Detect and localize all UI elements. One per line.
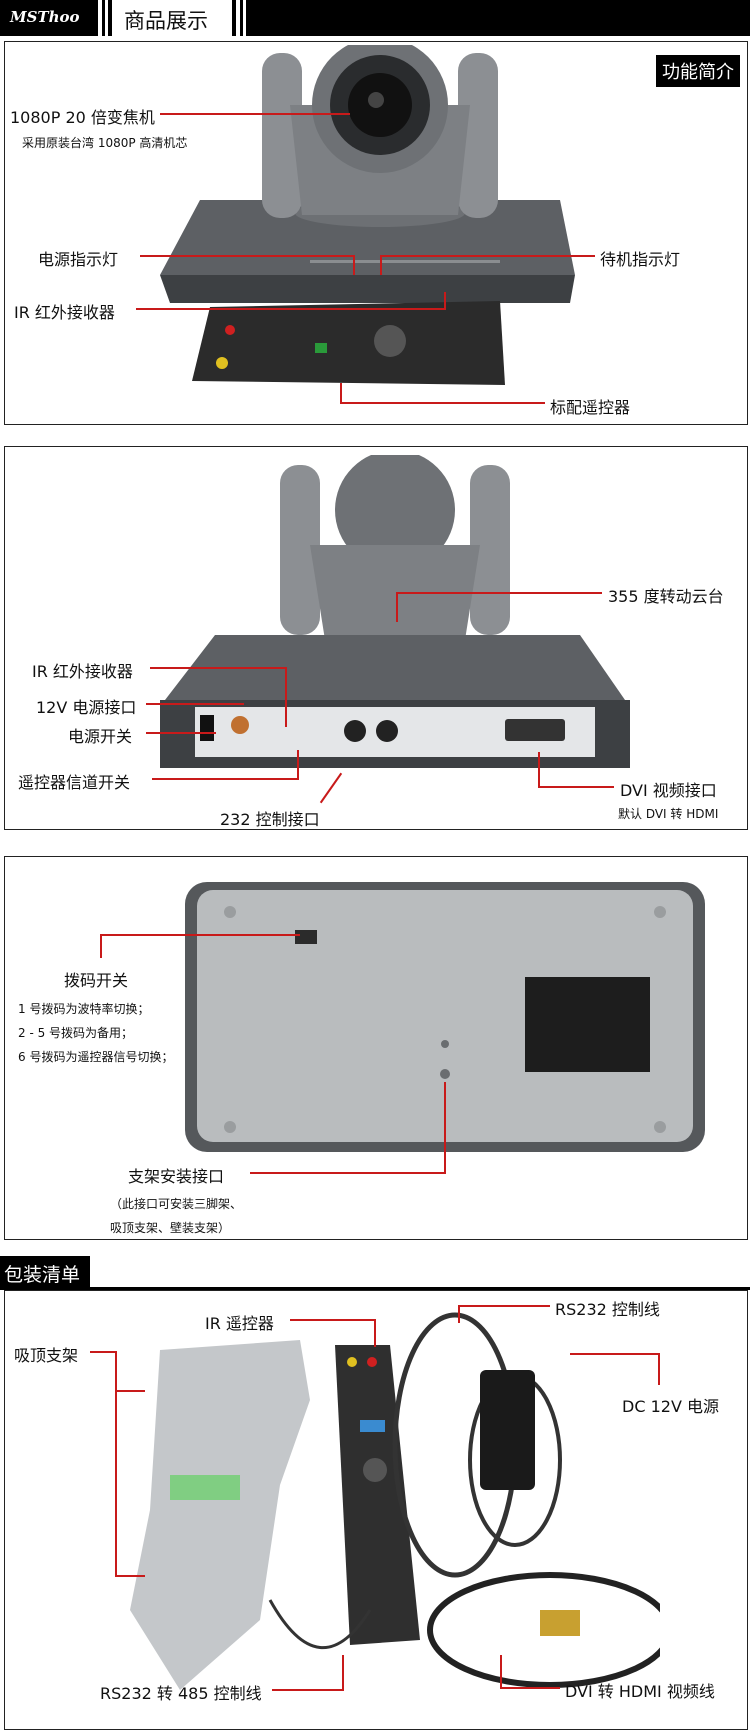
mount-note-1: （此接口可安装三脚架、 xyxy=(110,1197,243,1211)
callout-line xyxy=(152,778,299,780)
callout-line xyxy=(136,308,446,310)
callout-line xyxy=(658,1353,660,1385)
label-zoom-camera-sub: 采用原装台湾 1080P 高清机芯 xyxy=(22,136,188,150)
brand-logo: MSThoo xyxy=(10,8,80,26)
callout-line xyxy=(340,402,545,404)
label-dc-power: DC 12V 电源 xyxy=(622,1397,719,1416)
label-power-led: 电源指示灯 xyxy=(38,250,119,269)
camera-front-image xyxy=(160,45,575,385)
header-divider xyxy=(105,0,108,36)
label-remote: 标配遥控器 xyxy=(550,398,631,417)
callout-line xyxy=(297,750,299,780)
label-standby-led: 待机指示灯 xyxy=(600,250,681,269)
callout-line xyxy=(146,703,244,705)
header-tab xyxy=(112,0,232,36)
callout-line xyxy=(290,1319,375,1321)
mount-note-2: 吸顶支架、壁装支架） xyxy=(110,1221,231,1235)
callout-line xyxy=(380,255,595,257)
callout-line xyxy=(250,1172,446,1174)
label-power-switch: 电源开关 xyxy=(68,727,133,746)
dip-note-1: 1 号拨码为波特率切换； xyxy=(18,1002,150,1016)
label-rs232-port: 232 控制接口 xyxy=(220,810,320,829)
dip-note-2: 2 - 5 号拨码为备用； xyxy=(18,1026,134,1040)
label-ir-remote: IR 遥控器 xyxy=(205,1314,274,1333)
label-dip-switch: 拨码开关 xyxy=(64,971,129,990)
dip-note-3: 6 号拨码为遥控器信号切换； xyxy=(18,1050,174,1064)
callout-line xyxy=(570,1353,660,1355)
callout-line xyxy=(396,592,602,594)
callout-line xyxy=(458,1305,550,1307)
callout-line xyxy=(538,752,540,787)
callout-line xyxy=(272,1689,344,1691)
camera-bottom-image xyxy=(185,882,705,1152)
label-zoom-camera: 1080P 20 倍变焦机 xyxy=(10,108,155,127)
callout-line xyxy=(538,786,614,788)
section-rule xyxy=(0,1287,750,1290)
callout-line xyxy=(285,667,287,727)
callout-line xyxy=(115,1351,117,1576)
section-title-packing: 包装清单 xyxy=(0,1256,90,1289)
camera-rear-image xyxy=(160,455,630,768)
label-channel-switch: 遥控器信道开关 xyxy=(18,773,131,792)
accessories-image xyxy=(130,1312,660,1690)
callout-line xyxy=(374,1319,376,1347)
callout-line xyxy=(353,255,355,275)
callout-line xyxy=(160,113,350,115)
callout-line xyxy=(396,592,398,622)
callout-line xyxy=(100,934,102,958)
callout-line xyxy=(458,1305,460,1323)
label-rs232-cable: RS232 控制线 xyxy=(555,1300,660,1319)
label-dvi-port: DVI 视频接口 xyxy=(620,781,717,800)
label-dvi-sub: 默认 DVI 转 HDMI xyxy=(618,807,719,821)
callout-line xyxy=(444,292,446,310)
callout-line xyxy=(500,1687,560,1689)
label-ir-receiver-rear: IR 红外接收器 xyxy=(32,662,133,681)
callout-line xyxy=(150,667,287,669)
label-power-port: 12V 电源接口 xyxy=(36,698,137,717)
header-divider xyxy=(236,0,240,36)
callout-line xyxy=(444,1082,446,1172)
callout-line xyxy=(90,1351,115,1353)
header-divider xyxy=(98,0,102,36)
feature-badge: 功能简介 xyxy=(656,55,740,87)
callout-line xyxy=(115,1575,145,1577)
callout-line xyxy=(380,255,382,275)
label-ceiling-bracket: 吸顶支架 xyxy=(14,1346,79,1365)
callout-line xyxy=(115,1390,145,1392)
label-rs232-485: RS232 转 485 控制线 xyxy=(100,1684,262,1703)
label-ir-receiver: IR 红外接收器 xyxy=(14,303,115,322)
label-dvi-hdmi: DVI 转 HDMI 视频线 xyxy=(565,1682,715,1701)
label-mount: 支架安装接口 xyxy=(128,1167,225,1186)
header-divider xyxy=(243,0,246,36)
callout-line xyxy=(140,255,355,257)
callout-line xyxy=(340,383,342,403)
callout-line xyxy=(500,1655,502,1689)
callout-line xyxy=(342,1655,344,1691)
label-pan-tilt: 355 度转动云台 xyxy=(608,587,724,606)
callout-line xyxy=(100,934,300,936)
callout-line xyxy=(146,732,216,734)
page-title: 商品展示 xyxy=(124,9,208,33)
